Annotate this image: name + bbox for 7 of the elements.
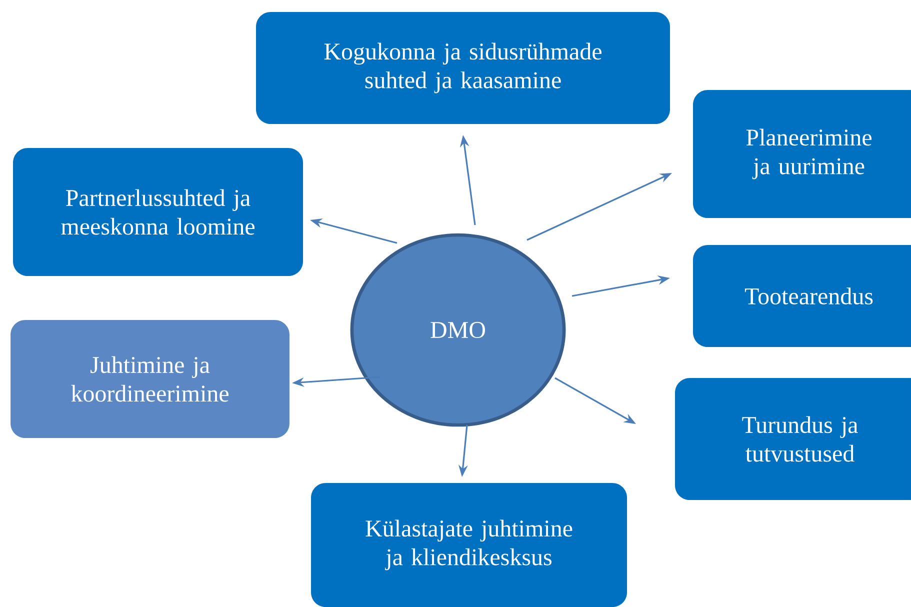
rounded-box: Planeerimine ja uurimine <box>693 90 911 218</box>
rounded-box: Külastajate juhtimine ja kliendikesksus <box>311 483 627 607</box>
rounded-box: Juhtimine ja koordineerimine <box>10 320 290 438</box>
rounded-box: Partnerlussuhted ja meeskonna loomine <box>13 148 303 276</box>
rounded-box: Kogukonna ja sidusrühmade suhted ja kaasamine <box>256 12 670 124</box>
rounded-box: Tootearendus <box>693 245 911 347</box>
rounded-box: Turundus ja tutvustused <box>675 378 911 500</box>
